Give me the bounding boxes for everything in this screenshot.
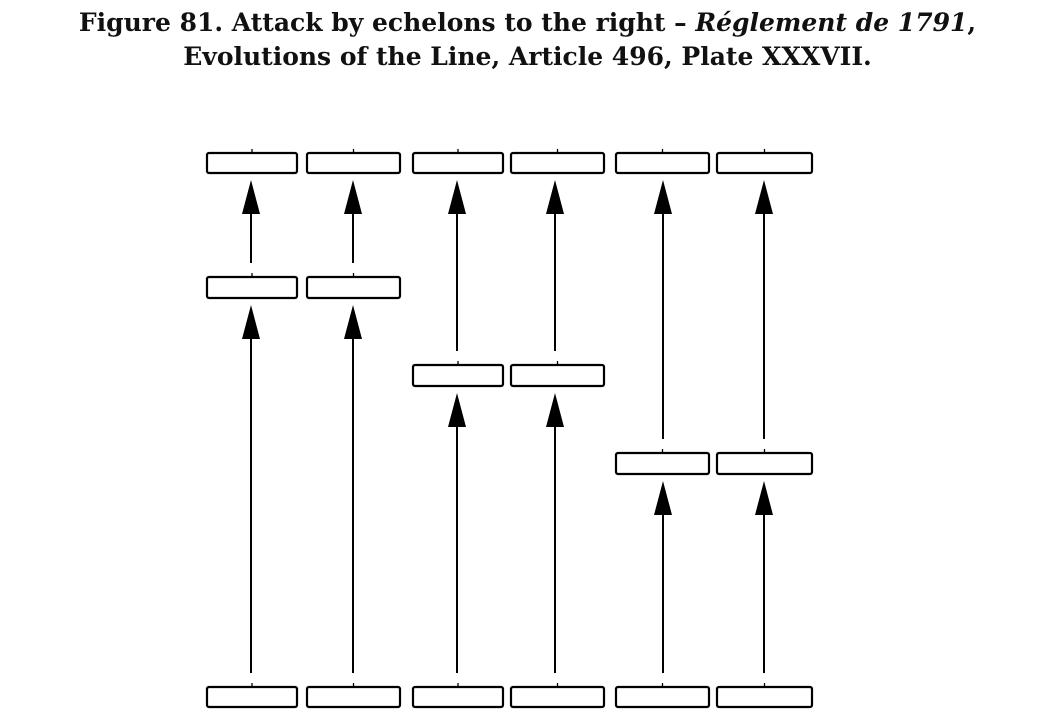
battalion-2-advance-arrow-2-head-icon (344, 180, 362, 214)
battalion-5-initial-position (614, 685, 711, 709)
caption-line-2: Evolutions of the Line, Article 496, Pla… (183, 42, 872, 71)
battalion-6-advance-arrow-2-head-icon (755, 180, 773, 214)
battalion-1-initial-position (205, 685, 299, 709)
battalion-3-advance-arrow-1-head-icon (448, 393, 466, 427)
battalion-1-final-position (205, 151, 299, 175)
caption-title: Figure 81. Attack by echelons to the rig… (78, 8, 696, 37)
battalion-3-final-position (411, 151, 505, 175)
battalion-6-final-position (715, 151, 814, 175)
battalion-1-advance-arrow-2-head-icon (242, 180, 260, 214)
battalion-5-advance-arrow-1-head-icon (654, 481, 672, 515)
battalion-2-advance-arrow-1-head-icon (344, 305, 362, 339)
battalion-2-initial-position (305, 685, 402, 709)
battalion-2-final-position (305, 151, 402, 175)
battalion-1-advance-arrow-1-head-icon (242, 305, 260, 339)
battalion-5-advance-arrow-2-head-icon (654, 180, 672, 214)
caption-comma: , (967, 8, 977, 37)
battalion-6-initial-position (715, 685, 814, 709)
battalion-4-advance-arrow-1-head-icon (546, 393, 564, 427)
battalion-6-advance-arrow-1-head-icon (755, 481, 773, 515)
battalion-6-echelon-position (715, 451, 814, 476)
battalion-5-final-position (614, 151, 711, 175)
figure-caption: Figure 81. Attack by echelons to the rig… (0, 6, 1055, 74)
battalion-4-echelon-position (509, 363, 606, 388)
battalion-5-echelon-position (614, 451, 711, 476)
battalion-3-echelon-position (411, 363, 505, 388)
caption-line-1: Figure 81. Attack by echelons to the rig… (0, 6, 1055, 40)
battalion-2-echelon-position (305, 275, 402, 300)
battalion-1-echelon-position (205, 275, 299, 300)
battalion-4-initial-position (509, 685, 606, 709)
battalion-4-final-position (509, 151, 606, 175)
battalion-3-initial-position (411, 685, 505, 709)
battalion-4-advance-arrow-2-head-icon (546, 180, 564, 214)
caption-source-title: Réglement de 1791 (695, 8, 968, 37)
battalion-3-advance-arrow-2-head-icon (448, 180, 466, 214)
